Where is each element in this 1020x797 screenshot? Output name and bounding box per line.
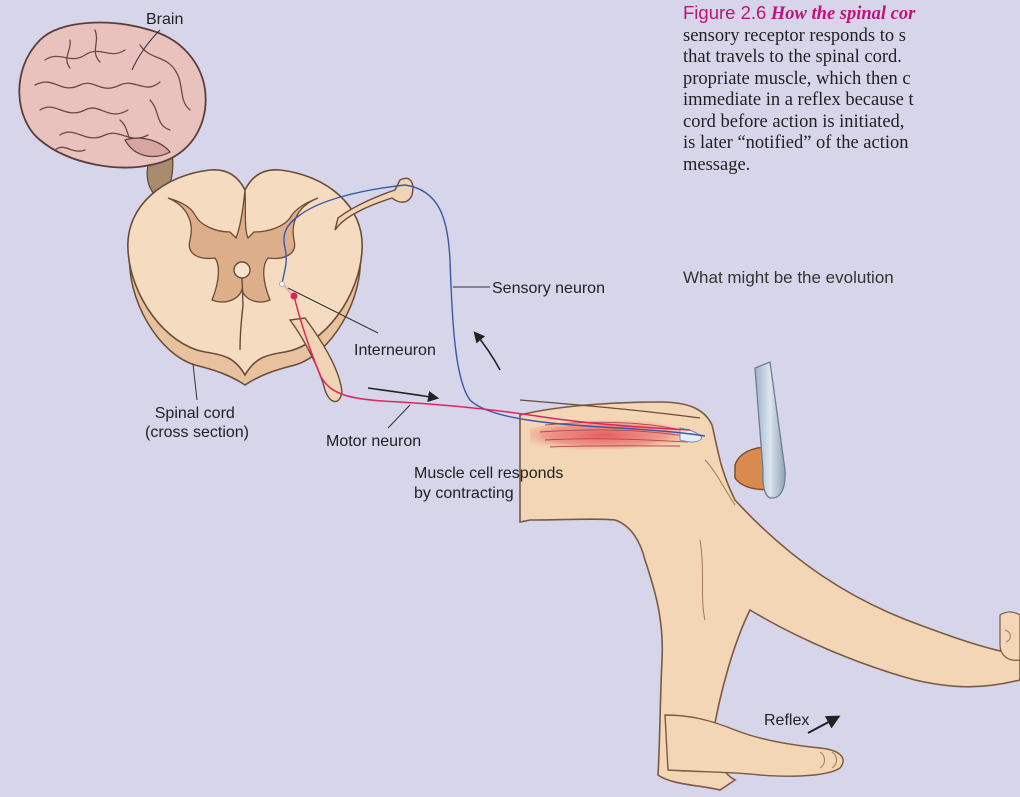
sensory-neuron-path: [405, 185, 705, 436]
caption-line: that travels to the spinal cord.: [683, 47, 1020, 69]
muscle-label-line2: by contracting: [414, 485, 514, 502]
reflex-arrow: [808, 717, 838, 733]
motor-neuron-label: Motor neuron: [326, 433, 421, 450]
interneuron-junction: [280, 282, 285, 287]
caption-line: propriate muscle, which then c: [683, 69, 1020, 91]
motor-neuron-leader: [388, 405, 410, 428]
muscle-label-line1: Muscle cell responds: [414, 465, 563, 482]
spinal-cord-label-line1: Spinal cord: [155, 405, 235, 422]
reflex-label: Reflex: [764, 712, 809, 729]
figure-title: How the spinal cor: [771, 4, 915, 24]
caption-line: immediate in a reflex because t: [683, 90, 1020, 112]
caption-line: is later “notified” of the action: [683, 133, 1020, 155]
caption-line: cord before action is initiated,: [683, 112, 1020, 134]
caption-line: message.: [683, 155, 1020, 177]
figure-number: Figure 2.6: [683, 2, 766, 23]
caption-heading: Figure 2.6 How the spinal cor: [683, 2, 1020, 26]
figure-caption: Figure 2.6 How the spinal cor sensory re…: [683, 2, 1020, 176]
motor-neuron-cell-body: [291, 293, 298, 300]
spinal-cord-label-line2: (cross section): [145, 424, 249, 441]
sensory-neuron-label: Sensory neuron: [492, 280, 605, 297]
interneuron-label: Interneuron: [354, 342, 436, 359]
spinal-cord-leader: [193, 364, 197, 400]
sensory-signal-arrow: [475, 333, 500, 370]
caption-line: sensory receptor responds to s: [683, 26, 1020, 48]
motor-signal-arrow: [368, 388, 437, 398]
spinal-cord-label: Spinal cord (cross section): [145, 405, 249, 441]
review-question: What might be the evolution: [683, 268, 1020, 288]
spinal-cord-cross-section: [128, 170, 413, 402]
brain-label: Brain: [146, 11, 183, 28]
